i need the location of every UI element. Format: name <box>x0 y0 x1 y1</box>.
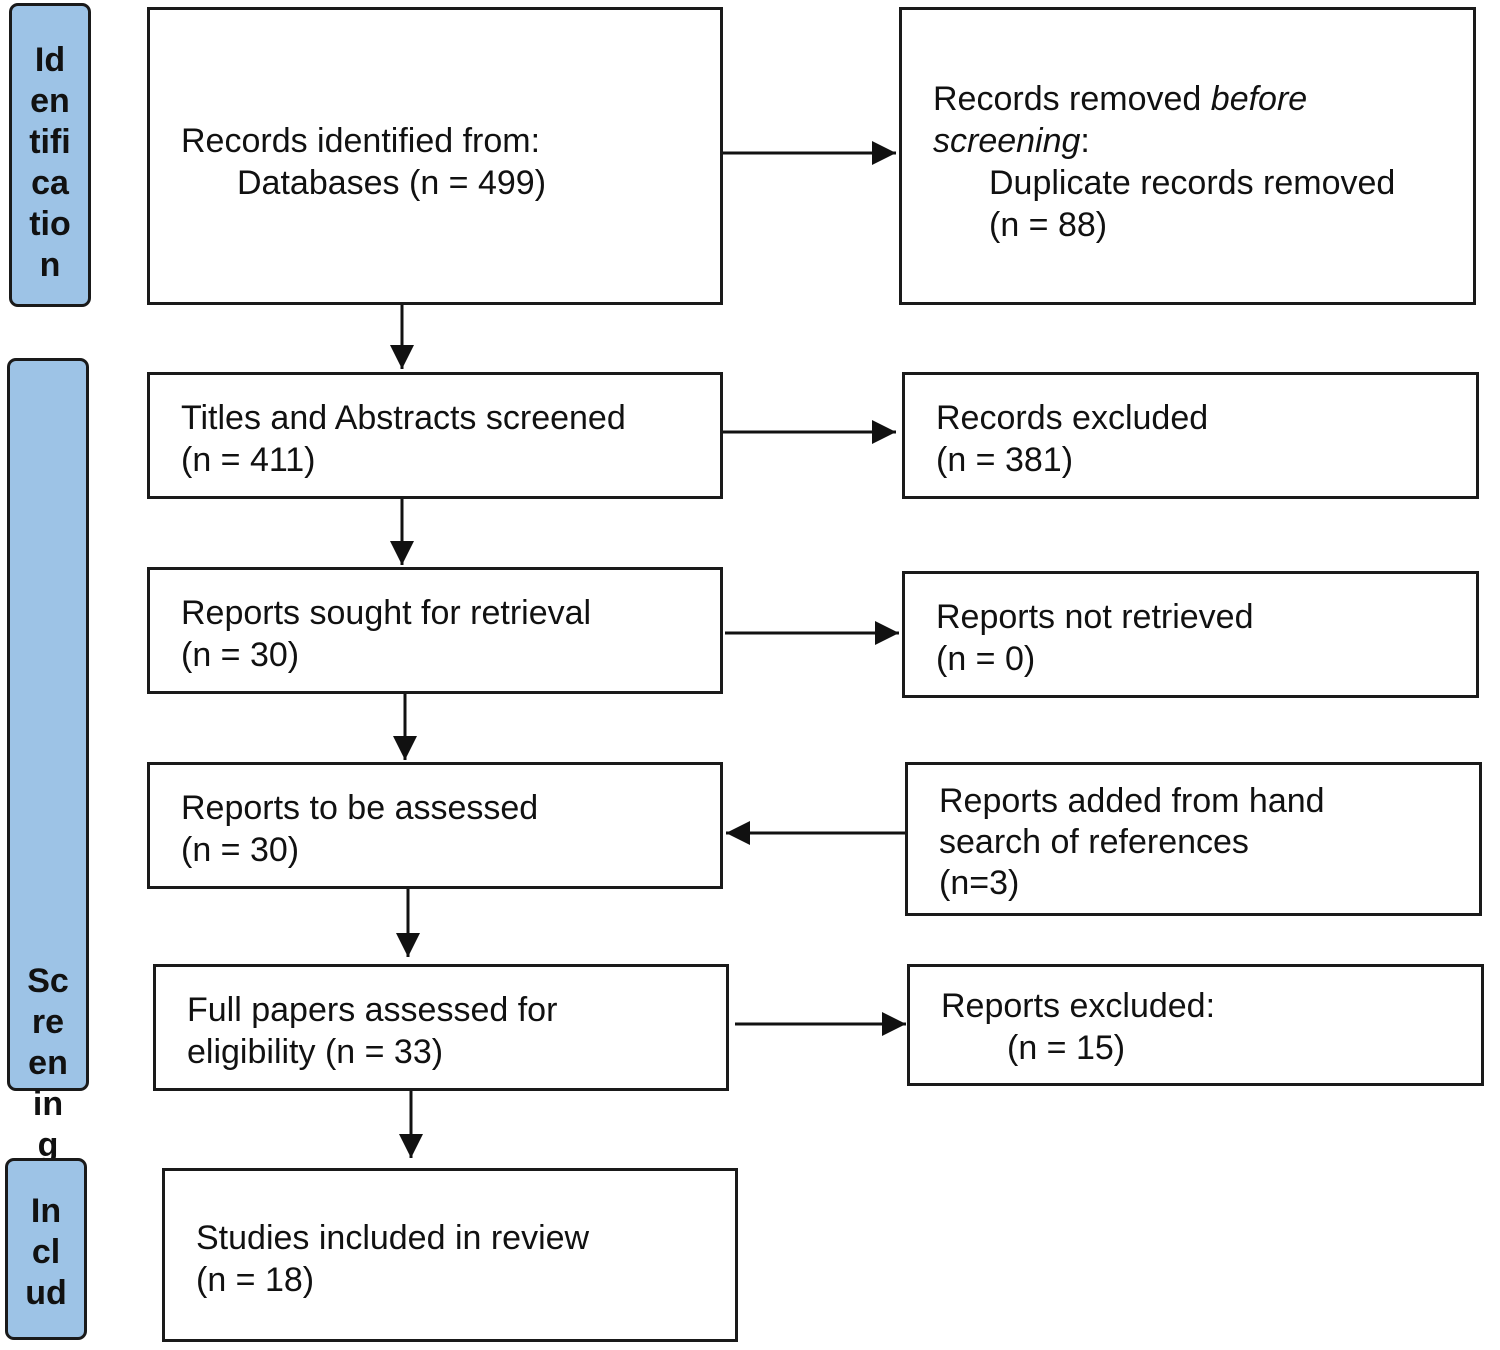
phase-screening-text: in <box>32 1085 64 1123</box>
box-text-italic: before <box>1210 80 1308 118</box>
box-text: Records identified from: <box>181 122 541 160</box>
titles-abstracts-screened-box: Titles and Abstracts screened (n = 411) <box>147 372 723 499</box>
phase-screening-text: g <box>37 1126 59 1164</box>
box-text: Studies included in review <box>196 1219 590 1257</box>
reports-sought-box: Reports sought for retrieval (n = 30) <box>147 567 723 694</box>
phase-included: In cl ud <box>5 1158 87 1340</box>
box-text: (n = 0) <box>936 640 1036 678</box>
records-excluded-box: Records excluded (n = 381) <box>902 372 1479 499</box>
phase-identification-text: n <box>39 246 61 284</box>
records-identified-box: Records identified from: Databases (n = … <box>147 7 723 305</box>
box-text: eligibility (n = 33) <box>187 1033 444 1071</box>
phase-included-text: cl <box>31 1233 61 1271</box>
records-removed-box: Records removed before screening: Duplic… <box>899 7 1476 305</box>
box-text: Records removed before <box>933 78 1473 120</box>
reports-to-be-assessed-box: Reports to be assessed (n = 30) <box>147 762 723 889</box>
phase-identification-text: tio <box>29 205 71 243</box>
hand-search-box: Reports added from hand search of refere… <box>905 762 1482 916</box>
box-text: Records excluded <box>936 399 1209 437</box>
phase-screening-text: en <box>28 1044 68 1082</box>
box-text: Reports excluded: <box>941 987 1216 1025</box>
box-text: (n = 88) <box>989 206 1108 244</box>
box-text: (n = 381) <box>936 441 1074 479</box>
box-text: search of references <box>939 823 1249 861</box>
box-text: Reports to be assessed <box>181 789 539 827</box>
phase-identification-text: tifi <box>29 123 71 161</box>
box-text: (n=3) <box>939 864 1020 902</box>
phase-identification-text: en <box>30 82 70 120</box>
box-text: (n = 15) <box>1007 1029 1126 1067</box>
full-papers-assessed-box: Full papers assessed for eligibility (n … <box>153 964 729 1091</box>
phase-identification-text: ca <box>31 164 69 202</box>
reports-excluded-box: Reports excluded: (n = 15) <box>907 964 1484 1086</box>
phase-included-text: ud <box>25 1274 67 1312</box>
box-text-part: : <box>1080 122 1090 160</box>
box-text: (n = 18) <box>196 1261 315 1299</box>
box-text-part: Records removed <box>933 80 1211 118</box>
box-text: (n = 30) <box>181 636 300 674</box>
phase-identification-text: Id <box>34 41 66 79</box>
box-text-italic: screening <box>933 122 1081 160</box>
phase-screening: Sc re en in g <box>7 358 89 1164</box>
box-text: Full papers assessed for <box>187 991 558 1029</box>
box-text: Databases (n = 499) <box>237 164 547 202</box>
phase-identification: Id en tifi ca tio n <box>9 3 91 307</box>
phase-screening-text: Sc <box>27 962 69 1000</box>
box-text: (n = 30) <box>181 831 300 869</box>
box-text: Titles and Abstracts screened <box>181 399 626 437</box>
reports-not-retrieved-box: Reports not retrieved (n = 0) <box>902 571 1479 698</box>
box-text: Reports not retrieved <box>936 598 1254 636</box>
box-text: Reports sought for retrieval <box>181 594 592 632</box>
phase-screening-text: re <box>31 1003 65 1041</box>
box-text: Reports added from hand <box>939 782 1325 820</box>
box-text: Duplicate records removed <box>989 164 1396 202</box>
box-text: screening: <box>933 120 1473 162</box>
studies-included-box: Studies included in review (n = 18) <box>162 1168 738 1342</box>
phase-included-text: In <box>30 1192 62 1230</box>
box-text: (n = 411) <box>181 441 316 479</box>
